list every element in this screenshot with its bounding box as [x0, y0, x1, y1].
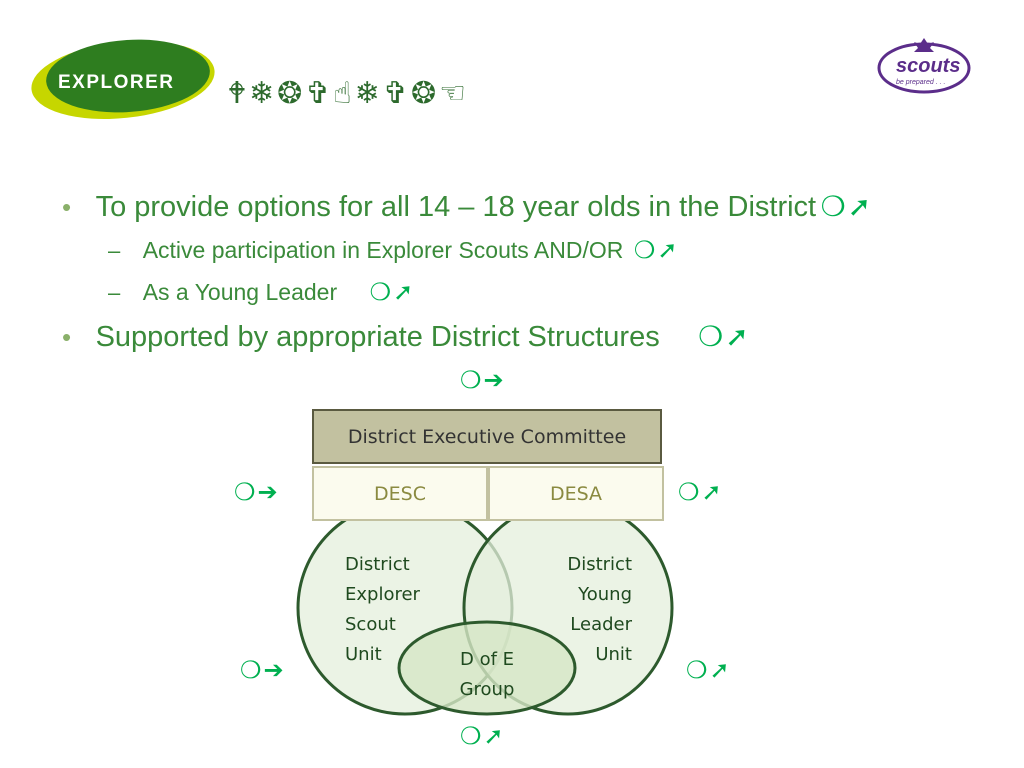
sub-bullet-1: – Active participation in Explorer Scout… [108, 236, 679, 264]
district-executive-committee-box: District Executive Committee [312, 409, 662, 464]
explorer-logo: EXPLORER [31, 39, 215, 119]
dofe-group-circle [397, 620, 577, 716]
sub-bullet-dash: – [108, 280, 121, 305]
scouts-logo-text: scouts [896, 55, 960, 77]
sub-bullet-dash: – [108, 238, 121, 263]
left-circle-marker: ❍➔ [240, 656, 286, 684]
scouts-tagline: be prepared . . . [896, 79, 945, 86]
bullet-dot: • [62, 322, 72, 352]
sub-bullet-2-text: As a Young Leader [142, 279, 338, 305]
desc-box: DESC [312, 466, 488, 521]
bullet-1: • To provide options for all 14 – 18 yea… [62, 190, 873, 224]
venn-diagram [296, 500, 674, 716]
bottom-marker: ❍➚ [460, 722, 506, 750]
dofe-group-label: D of E Group [459, 649, 515, 700]
bullet-2-marker: ❍➚ [698, 320, 751, 353]
scouts-logo: scouts be prepared . . . [877, 38, 971, 94]
young-leader-unit-label: District Young Leader Unit [567, 554, 632, 665]
bullet-2: • Supported by appropriate District Stru… [62, 320, 751, 354]
explorer-logo-text: EXPLORER [58, 72, 175, 93]
sub-bullet-2-marker: ❍➚ [369, 278, 416, 306]
bullet-2-text: Supported by appropriate District Struct… [95, 321, 660, 353]
sub-bullet-2: – As a Young Leader ❍➚ [108, 278, 415, 306]
sub-bullet-1-marker: ❍➚ [633, 236, 680, 264]
sub-bullet-1-text: Active participation in Explorer Scouts … [142, 237, 624, 263]
fleur-de-lis-icon [914, 38, 934, 52]
desa-marker: ❍➚ [678, 478, 724, 506]
right-circle-marker: ❍➚ [686, 656, 732, 684]
desa-box: DESA [488, 466, 664, 521]
slide-title: 🕈︎❄︎❂︎✞︎☝︎❄︎✞︎❂︎☜︎ [228, 76, 469, 111]
desc-marker: ❍➔ [234, 478, 280, 506]
diagram-top-marker: ❍➔ [460, 366, 506, 394]
bullet-1-marker: ❍➚ [820, 190, 874, 223]
explorer-unit-label: District Explorer Scout Unit [345, 554, 420, 665]
bullet-1-text: To provide options for all 14 – 18 year … [95, 191, 817, 223]
bullet-dot: • [62, 192, 72, 222]
